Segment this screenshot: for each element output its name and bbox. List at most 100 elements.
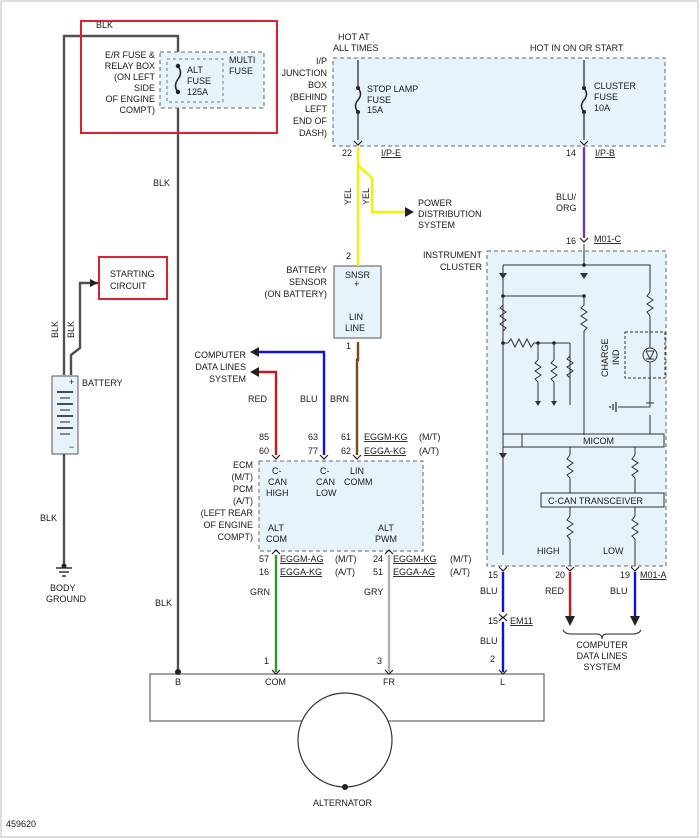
- multi-fuse-label: MULTI FUSE: [229, 55, 255, 76]
- connector-symbol: [579, 237, 589, 243]
- alt-com-label: ALT COM: [266, 523, 287, 544]
- pin-number: 15: [488, 616, 498, 626]
- svg-text:(A/T): (A/T): [419, 446, 439, 456]
- svg-text:SIDE: SIDE: [134, 83, 155, 93]
- low-label: LOW: [603, 546, 624, 556]
- pin-number: 16: [566, 236, 576, 246]
- computer-data-lines-label: COMPUTER DATA LINES SYSTEM: [195, 350, 247, 384]
- wire-label-blk: BLK: [50, 321, 60, 338]
- svg-text:M01-A: M01-A: [640, 570, 667, 580]
- starting-circuit-label: CIRCUIT: [110, 281, 147, 291]
- cluster-fuse-symbol: [580, 60, 588, 140]
- terminal-b-label: B: [175, 677, 181, 687]
- wire-label-blk: BLK: [155, 598, 172, 608]
- snsr-label: SNSR: [345, 270, 371, 280]
- svg-text:OF ENGINE: OF ENGINE: [105, 94, 155, 104]
- connector-symbol: [579, 140, 589, 146]
- wire-label-red: RED: [248, 394, 268, 404]
- cluster-fuse-label: CLUSTER FUSE 10A: [594, 81, 637, 113]
- stop-lamp-fuse-symbol: [354, 60, 362, 140]
- battery-minus: −: [69, 442, 74, 452]
- svg-text:(M/T): (M/T): [232, 472, 254, 482]
- svg-text:20: 20: [555, 570, 565, 580]
- cluster-circuitry: [499, 244, 666, 566]
- c-can-high-label: C- CAN HIGH: [266, 466, 289, 498]
- svg-text:(M/T): (M/T): [450, 554, 472, 564]
- pin-number: 2: [346, 251, 351, 261]
- ground-point: [61, 563, 67, 569]
- pin-number: 1: [346, 341, 351, 351]
- fuse-terminal: [582, 110, 586, 114]
- pcm-wires: [259, 342, 360, 455]
- svg-text:(A/T): (A/T): [233, 496, 253, 506]
- alternator-circle: [297, 692, 393, 788]
- wire-label-blk: BLK: [153, 178, 170, 188]
- svg-text:(A/T): (A/T): [335, 567, 355, 577]
- svg-text:CLUSTER: CLUSTER: [440, 262, 483, 272]
- svg-text:FUSE: FUSE: [594, 92, 618, 102]
- svg-text:INSTRUMENT: INSTRUMENT: [423, 250, 482, 260]
- cluster-output-wires: [501, 572, 637, 672]
- micom-label: MICOM: [583, 436, 614, 446]
- svg-text:BLU: BLU: [610, 586, 628, 596]
- wire-label-blu: BLU: [480, 636, 498, 646]
- svg-text:BATTERY: BATTERY: [286, 265, 327, 275]
- wire-label-grn: GRN: [250, 587, 270, 597]
- svg-text:EGGA-AG: EGGA-AG: [393, 567, 435, 577]
- svg-text:EGGM-KG: EGGM-KG: [393, 554, 437, 564]
- svg-text:I/P: I/P: [316, 56, 327, 66]
- battery-sensor-title: BATTERY SENSOR (ON BATTERY): [264, 265, 327, 299]
- svg-text:C-: C-: [320, 466, 330, 476]
- svg-text:15A: 15A: [367, 105, 383, 115]
- svg-text:61: 61: [341, 432, 351, 442]
- alternator-label: ALTERNATOR: [313, 798, 373, 808]
- svg-text:SYSTEM: SYSTEM: [418, 220, 455, 230]
- connector-id: I/P-B: [595, 148, 615, 158]
- fuse-box-highlight: [80, 20, 278, 134]
- snsr-plus: +: [354, 279, 359, 289]
- ip-box-title: I/P JUNCTION BOX (BEHIND LEFT END OF DAS…: [282, 56, 328, 138]
- battery: [51, 375, 79, 455]
- wire-label-brn: BRN: [330, 394, 349, 404]
- svg-text:HIGH: HIGH: [266, 488, 289, 498]
- svg-text:DISTRIBUTION: DISTRIBUTION: [418, 209, 482, 219]
- transceiver-label: C-CAN TRANSCEIVER: [548, 496, 643, 506]
- fuse-terminal: [356, 86, 360, 90]
- fuse-terminal: [356, 110, 360, 114]
- svg-text:DASH): DASH): [299, 128, 327, 138]
- diagram-id: 459620: [6, 819, 36, 829]
- starting-circuit-highlight: [98, 256, 168, 300]
- high-label: HIGH: [537, 546, 560, 556]
- svg-text:DATA LINES: DATA LINES: [577, 651, 628, 661]
- hot-at-all-times-label: HOT AT ALL TIMES: [333, 32, 379, 53]
- svg-text:SYSTEM: SYSTEM: [209, 374, 246, 384]
- svg-text:EGGA-KG: EGGA-KG: [280, 567, 322, 577]
- svg-text:ALT: ALT: [187, 65, 203, 75]
- svg-text:COMM: COMM: [344, 477, 373, 487]
- svg-text:(BEHIND: (BEHIND: [290, 92, 328, 102]
- svg-text:60: 60: [259, 446, 269, 456]
- fuse-box-title: E/R FUSE & RELAY BOX (ON LEFT SIDE OF EN…: [105, 50, 156, 115]
- alternator-terminal-connectors: [271, 669, 508, 675]
- wire-label-blk: BLK: [66, 321, 76, 338]
- svg-text:63: 63: [308, 432, 318, 442]
- starting-circuit-label: STARTING: [110, 269, 155, 279]
- pin-number: 1: [264, 656, 269, 666]
- svg-text:FUSE: FUSE: [187, 76, 211, 86]
- svg-text:CAN: CAN: [316, 477, 335, 487]
- power-distribution-arrow: [405, 207, 414, 217]
- connector-id: M01-C: [594, 234, 622, 244]
- lin-label: LIN: [349, 312, 363, 322]
- svg-text:DATA LINES: DATA LINES: [195, 362, 246, 372]
- svg-text:PCM: PCM: [233, 484, 253, 494]
- battery-cells: [57, 391, 73, 435]
- svg-text:FUSE: FUSE: [367, 95, 391, 105]
- svg-text:LEFT: LEFT: [305, 104, 328, 114]
- svg-text:EGGM-KG: EGGM-KG: [364, 432, 408, 442]
- data-lines-arrows-right: [565, 616, 640, 626]
- svg-text:16: 16: [259, 567, 269, 577]
- cluster-arrows: [499, 273, 588, 459]
- svg-text:SENSOR: SENSOR: [289, 277, 328, 287]
- svg-text:JUNCTION: JUNCTION: [282, 68, 328, 78]
- cluster-bottom-connectors: [498, 566, 640, 572]
